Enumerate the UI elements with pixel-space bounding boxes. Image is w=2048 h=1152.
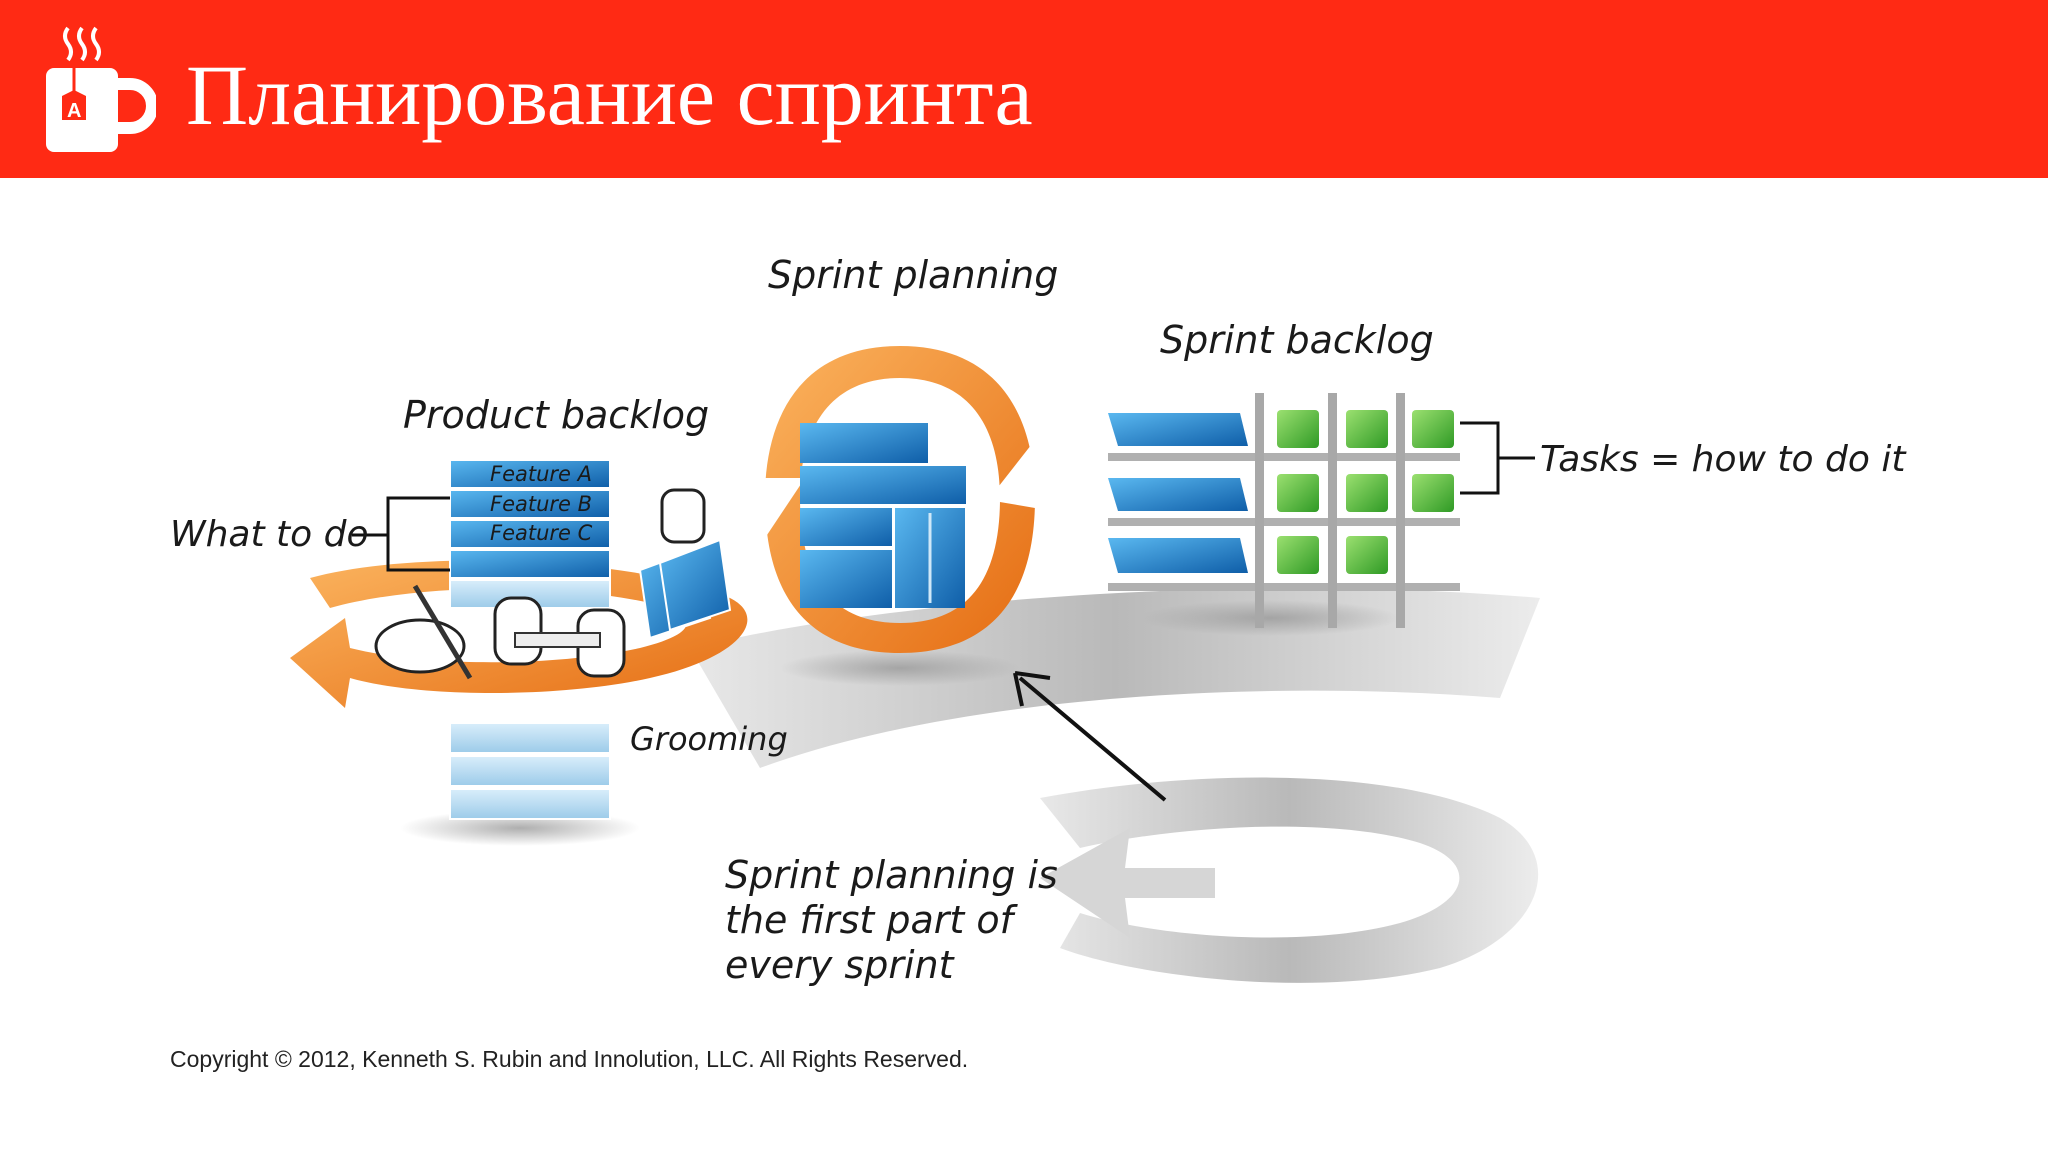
coffee-mug-icon: A <box>46 26 156 152</box>
what-to-do-label: What to do <box>170 514 369 555</box>
header-bar: A Планирование спринта <box>0 0 2048 178</box>
svg-text:A: A <box>67 100 81 122</box>
product-backlog: Feature A Feature B Feature C <box>290 459 748 846</box>
note-line-3: every sprint <box>725 943 956 987</box>
pointer-arrow <box>1013 671 1167 802</box>
feature-c-label: Feature C <box>490 521 593 545</box>
hand-icons <box>374 488 732 680</box>
feature-b-label: Feature B <box>490 492 592 516</box>
sprint-backlog-grid <box>1108 393 1535 636</box>
tasks-label: Tasks = how to do it <box>1540 439 1907 480</box>
note-line-2: the first part of <box>725 898 1019 942</box>
task-cubes <box>1277 410 1454 574</box>
sprint-planning-ring <box>765 346 1035 686</box>
feature-a-label: Feature A <box>490 462 592 486</box>
page-title: Планирование спринта <box>186 47 1033 143</box>
note-line-1: Sprint planning is <box>725 853 1058 897</box>
sprint-backlog-label: Sprint backlog <box>1160 318 1434 362</box>
sprint-planning-label: Sprint planning <box>768 253 1058 297</box>
copyright-text: Copyright © 2012, Kenneth S. Rubin and I… <box>170 1046 969 1072</box>
grooming-label: Grooming <box>630 720 788 758</box>
sprint-planning-diagram: Feature A Feature B Feature C Sprint pla… <box>170 253 1907 987</box>
product-backlog-label: Product backlog <box>403 393 709 437</box>
